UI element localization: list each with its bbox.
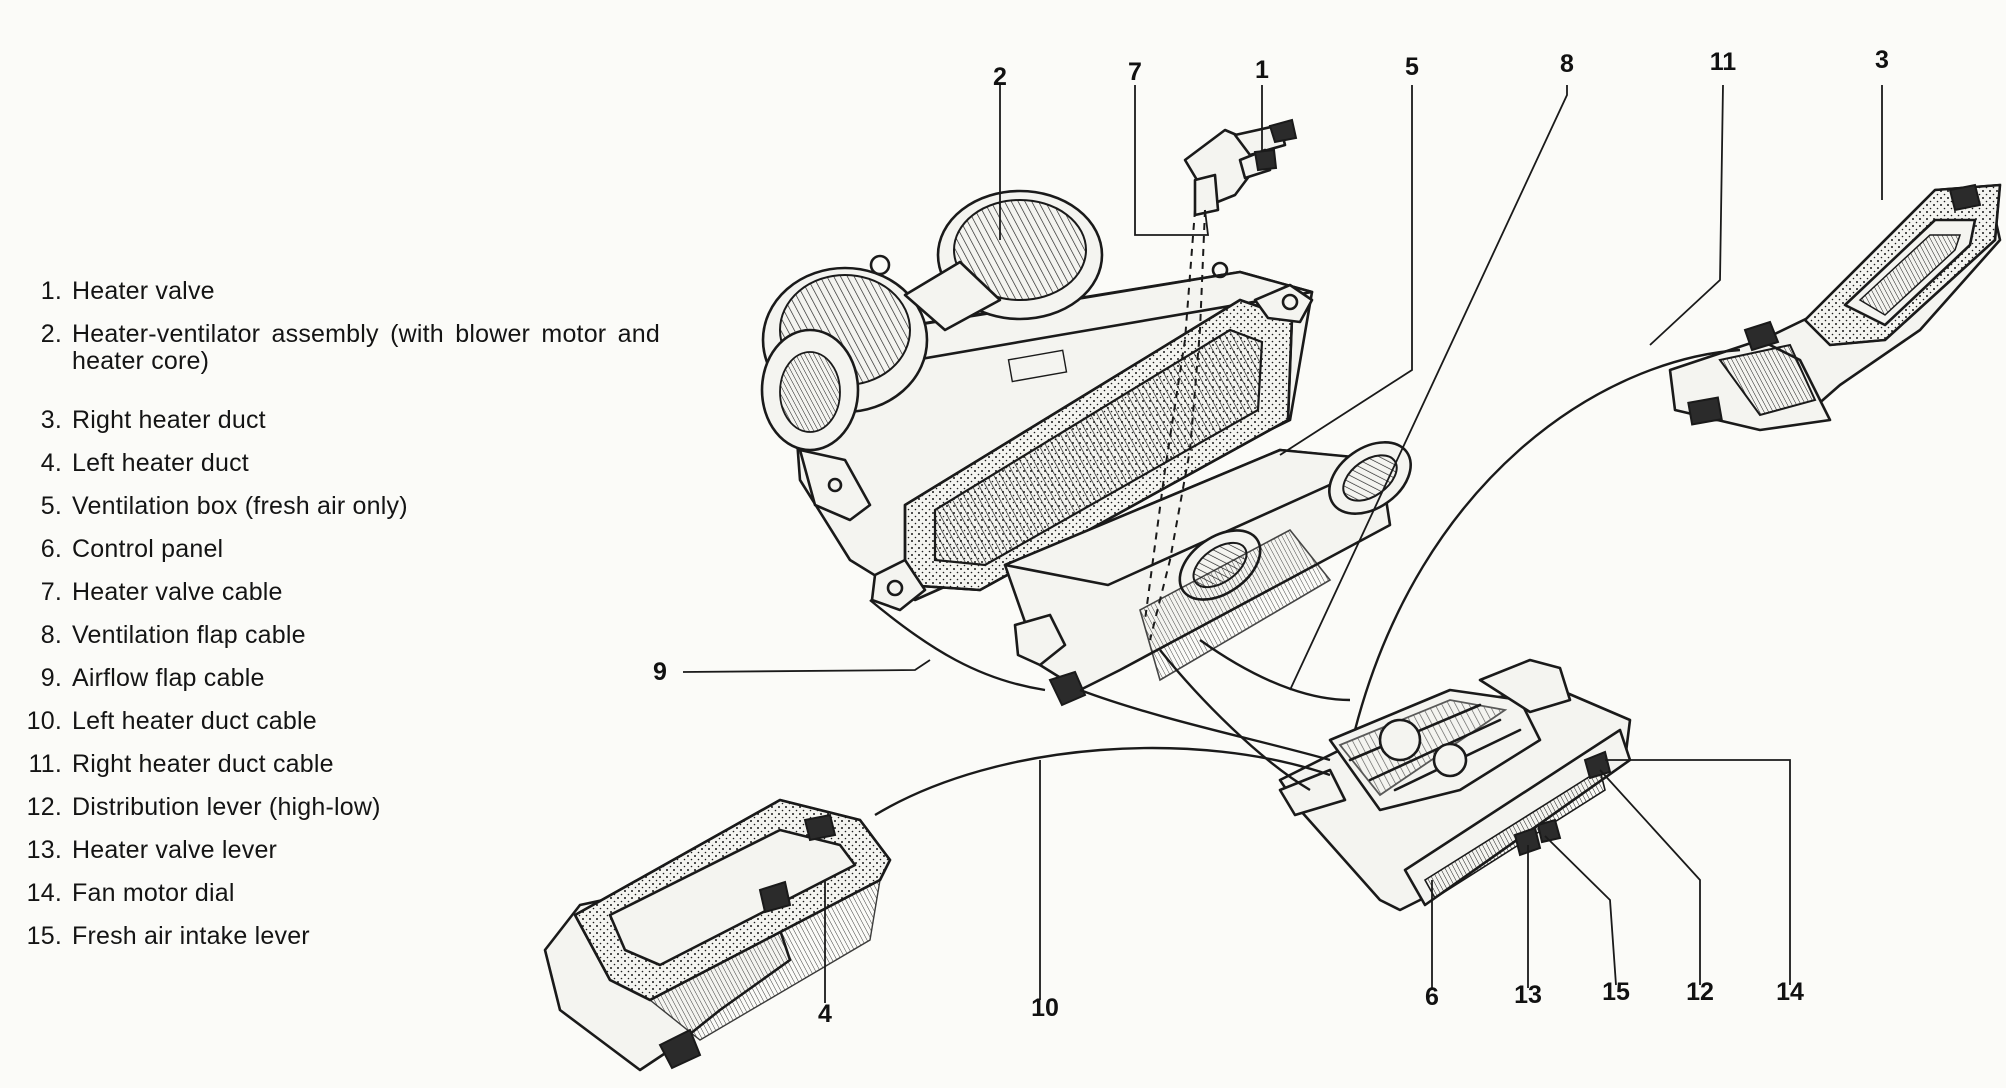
legend-number: 7. <box>40 578 62 606</box>
callout-2: 2 <box>993 63 1007 91</box>
legend-item-5: 5. Ventilation box (fresh air only) <box>10 493 660 536</box>
callout-15: 15 <box>1602 978 1630 1006</box>
callout-4: 4 <box>818 1000 832 1028</box>
legend-number: 10. <box>26 707 62 735</box>
callout-10: 10 <box>1031 994 1059 1022</box>
legend-text: Right heater duct cable <box>72 750 334 778</box>
legend-text: Heater-ventilator assembly (with blower … <box>72 320 660 375</box>
leader-lines <box>682 84 1883 1003</box>
right-heater-duct-cable <box>1353 348 1741 731</box>
heater-valve-cable <box>1149 209 1206 641</box>
callout-numbers: 1 2 3 4 5 6 7 8 9 10 11 12 13 14 15 <box>653 46 1889 1028</box>
legend-text: Control panel <box>72 535 224 563</box>
legend-text: Ventilation flap cable <box>72 621 306 649</box>
callout-5: 5 <box>1405 53 1419 81</box>
legend-number: 14. <box>26 879 62 907</box>
legend-item-10: 10. Left heater duct cable <box>10 708 660 751</box>
callout-11: 11 <box>1710 48 1737 76</box>
legend-number: 6. <box>40 535 62 563</box>
legend-item-15: 15. Fresh air intake lever <box>10 923 660 966</box>
legend-text: Heater valve lever <box>72 836 278 864</box>
legend-text: Distribution lever (high-low) <box>72 793 381 821</box>
legend-text: Fan motor dial <box>72 879 235 907</box>
legend-item-11: 11. Right heater duct cable <box>10 751 660 794</box>
legend-text: Left heater duct <box>72 449 249 477</box>
callout-12: 12 <box>1686 978 1714 1006</box>
legend-text: Right heater duct <box>72 406 266 434</box>
legend-text: Fresh air intake lever <box>72 922 310 950</box>
legend-text: Heater valve cable <box>72 578 283 606</box>
legend-item-12: 12. Distribution lever (high-low) <box>10 794 660 837</box>
ventilation-flap-cable <box>1199 639 1351 702</box>
callout-8: 8 <box>1560 50 1574 78</box>
callout-3: 3 <box>1875 46 1889 74</box>
legend-item-4: 4. Left heater duct <box>10 450 660 493</box>
legend-item-1: 1. Heater valve <box>10 278 660 321</box>
legend-text: Left heater duct cable <box>72 707 317 735</box>
legend-number: 13. <box>26 836 62 864</box>
callout-6: 6 <box>1425 983 1439 1011</box>
callout-1: 1 <box>1255 56 1269 84</box>
legend-number: 1. <box>40 277 62 305</box>
control-panel <box>1278 658 1632 912</box>
legend-item-8: 8. Ventilation flap cable <box>10 622 660 665</box>
legend-text: Ventilation box (fresh air only) <box>72 492 408 520</box>
legend-text: Heater valve <box>72 277 215 305</box>
airflow-flap-cable <box>869 599 1046 692</box>
legend-number: 8. <box>40 621 62 649</box>
legend-item-2: 2. Heater-ventilator assembly (with blowe… <box>10 321 660 407</box>
legend-number: 12. <box>26 793 62 821</box>
right-heater-duct <box>1668 183 2002 432</box>
left-heater-duct-cable <box>874 746 1331 817</box>
legend-item-6: 6. Control panel <box>10 536 660 579</box>
legend-number: 15. <box>26 922 62 950</box>
legend-number: 3. <box>40 406 62 434</box>
legend-number: 2. <box>40 320 62 348</box>
legend-text: Airflow flap cable <box>72 664 265 692</box>
legend-number: 4. <box>40 449 62 477</box>
legend-number: 11. <box>28 750 62 778</box>
callout-9: 9 <box>653 658 667 686</box>
legend-number: 9. <box>40 664 62 692</box>
callout-7: 7 <box>1128 58 1142 86</box>
legend-number: 5. <box>40 492 62 520</box>
legend-item-14: 14. Fan motor dial <box>10 880 660 923</box>
heater-ventilator-assembly <box>760 189 1314 612</box>
callout-13: 13 <box>1514 981 1542 1009</box>
heater-valve <box>1183 118 1298 217</box>
legend-item-3: 3. Right heater duct <box>10 407 660 450</box>
parts-legend: 1. Heater valve 2. Heater-ventilator assem… <box>10 278 660 966</box>
ventilation-box <box>1003 441 1412 707</box>
legend-item-9: 9. Airflow flap cable <box>10 665 660 708</box>
left-heater-duct <box>543 798 892 1072</box>
legend-item-13: 13. Heater valve lever <box>10 837 660 880</box>
callout-14: 14 <box>1776 978 1804 1006</box>
cables <box>869 209 1741 817</box>
legend-item-7: 7. Heater valve cable <box>10 579 660 622</box>
